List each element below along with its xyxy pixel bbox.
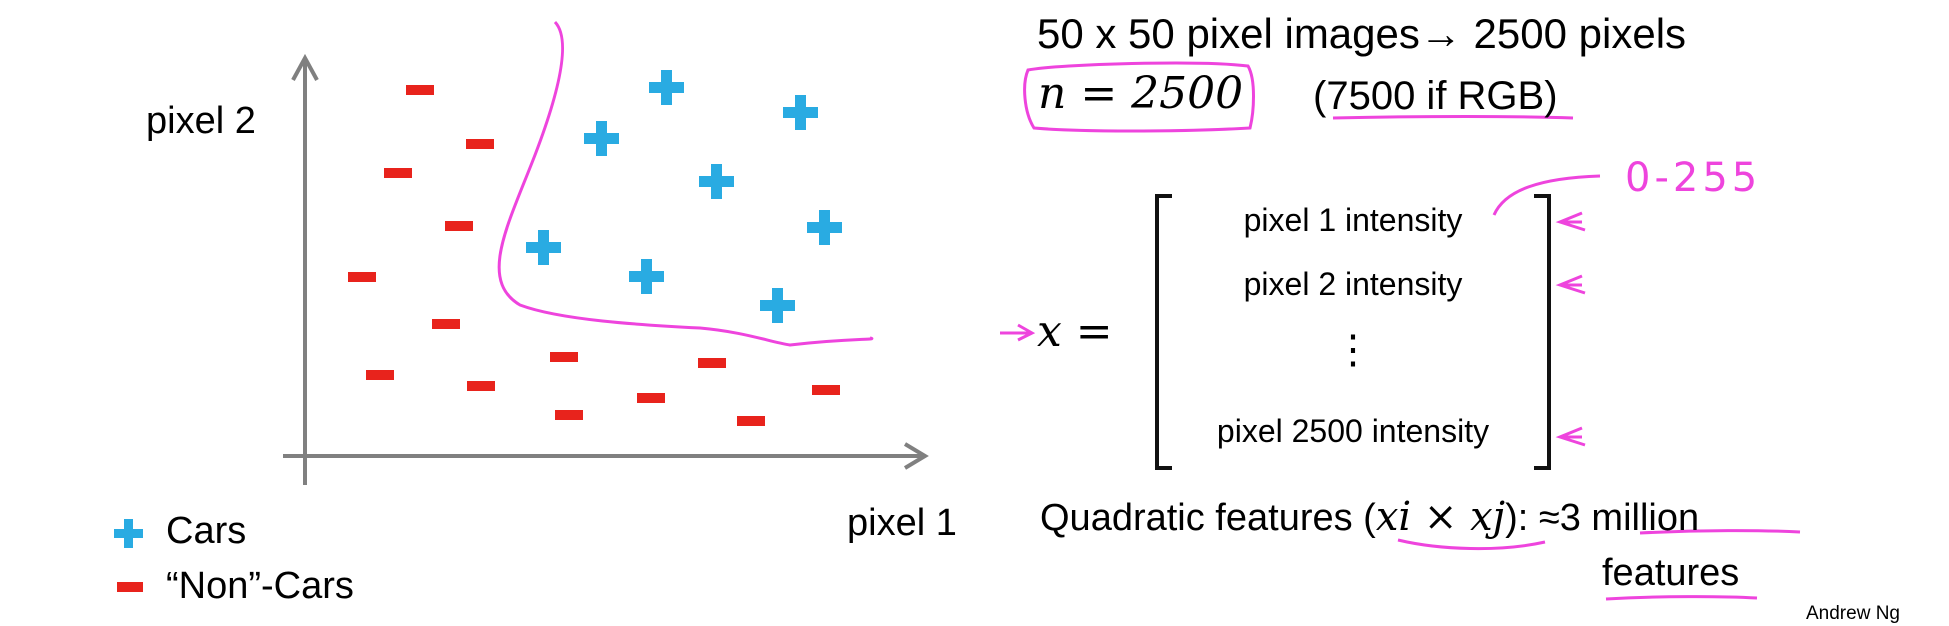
arrow-row1	[1555, 211, 1586, 232]
non-car-marker	[550, 352, 578, 362]
rgb-open-paren: (	[1313, 74, 1327, 118]
rgb-note-text: 7500 if RGB	[1326, 74, 1545, 118]
x-arrow	[1000, 323, 1036, 342]
x-axis-label: pixel 1	[847, 502, 957, 544]
n-equation: n = 2500	[1038, 68, 1244, 119]
n-box-outline	[1023, 61, 1255, 133]
xixj-underline	[1397, 538, 1546, 551]
features-underline	[1605, 595, 1758, 601]
non-car-marker	[555, 410, 583, 420]
non-car-marker	[366, 370, 394, 380]
non-car-marker	[432, 319, 460, 329]
car-marker	[629, 259, 664, 294]
bracket-line	[1492, 174, 1601, 216]
right-bracket	[1534, 194, 1551, 470]
range-annotation: 0-255	[1625, 155, 1762, 201]
million-underline	[1639, 529, 1801, 535]
matrix-brackets	[1155, 194, 1551, 470]
quad-suffix: ): ≈	[1505, 497, 1560, 539]
decision-boundary-curve	[497, 20, 874, 347]
quad-million: 3 million	[1559, 497, 1700, 539]
car-marker	[584, 121, 619, 156]
x-axis-arrowhead	[903, 442, 929, 470]
car-marker	[760, 288, 795, 323]
vector-ellipsis: ⋮	[1333, 328, 1373, 372]
y-axis-label: pixel 2	[146, 100, 256, 142]
arrow-row4	[1555, 426, 1586, 447]
non-car-marker	[348, 272, 376, 282]
non-car-marker	[384, 168, 412, 178]
car-marker	[783, 95, 818, 130]
vector-row-2: pixel 2 intensity	[1243, 266, 1463, 302]
non-car-marker	[637, 393, 665, 403]
quad-features-word: features	[1602, 552, 1740, 594]
quad-math: xi × xj	[1375, 494, 1506, 540]
rgb-note: (7500 if RGB)	[1313, 74, 1558, 119]
x-equation: x =	[1037, 306, 1113, 357]
non-car-marker	[445, 221, 473, 231]
non-car-marker	[466, 139, 494, 149]
y-axis-arrowhead	[291, 53, 319, 81]
legend-minus-icon	[117, 582, 143, 592]
handwritten-annotations	[1000, 61, 1801, 601]
vector-row-1: pixel 1 intensity	[1243, 202, 1463, 238]
car-marker	[807, 210, 842, 245]
rgb-underline	[1332, 115, 1574, 120]
quad-prefix: Quadratic features (	[1040, 497, 1376, 539]
non-car-marker	[812, 385, 840, 395]
legend-non-cars-label: “Non”-Cars	[166, 565, 354, 607]
car-marker	[526, 230, 561, 265]
legend-plus-icon	[114, 519, 143, 548]
arrow-row2	[1555, 274, 1586, 295]
vector-row-4: pixel 2500 intensity	[1216, 413, 1490, 449]
legend-cars-label: Cars	[166, 510, 247, 552]
non-cars-markers	[348, 85, 840, 426]
non-car-marker	[406, 85, 434, 95]
car-marker	[649, 70, 684, 105]
non-car-marker	[737, 416, 765, 426]
rgb-close-paren: )	[1544, 74, 1558, 118]
non-car-marker	[698, 358, 726, 368]
car-marker	[699, 164, 734, 199]
headline: 50 x 50 pixel images→ 2500 pixels	[1037, 10, 1687, 57]
author-credit: Andrew Ng	[1806, 603, 1900, 624]
non-car-marker	[467, 381, 495, 391]
cars-markers	[526, 70, 842, 323]
left-bracket	[1155, 194, 1172, 470]
quadratic-features-line: Quadratic features (xi × xj): ≈3 million	[1040, 494, 1699, 540]
